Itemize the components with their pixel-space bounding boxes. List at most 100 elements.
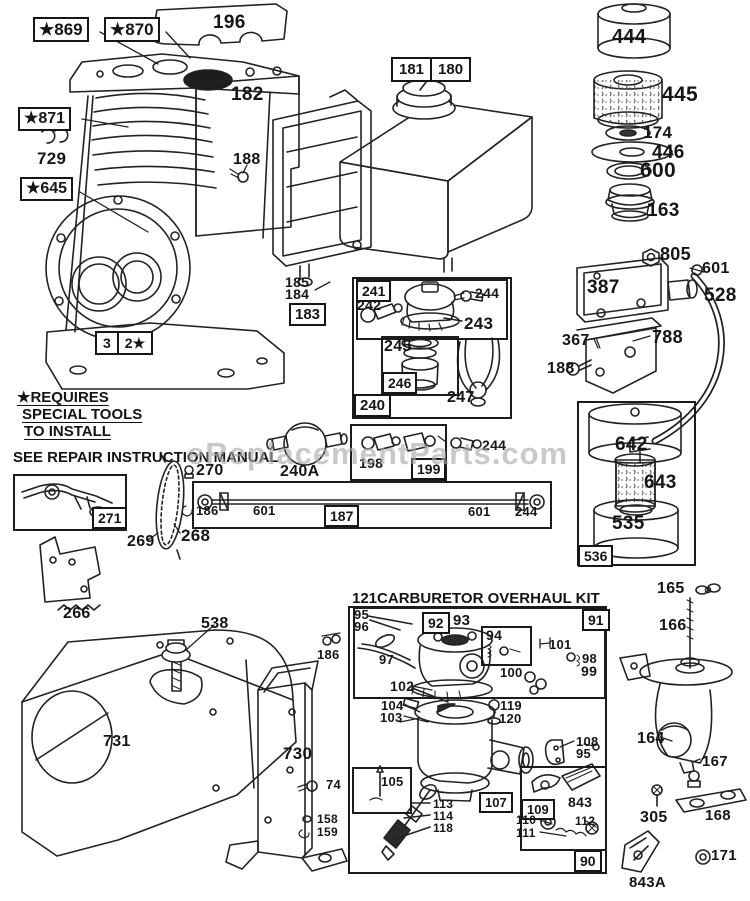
air-cleaner-box-536: [577, 401, 696, 566]
part-label-185: 185: [285, 274, 310, 290]
part-label-181: 181: [393, 59, 433, 80]
part-label-167: 167: [702, 753, 728, 770]
fuel-pump-kit-box: [352, 277, 512, 419]
part-label-244: 244: [515, 504, 538, 519]
part-label-805: 805: [660, 244, 691, 264]
part-label-159: 159: [317, 825, 338, 839]
part-label-445: 445: [662, 83, 698, 106]
leader-lines: [79, 31, 701, 837]
part-label-98: 98: [582, 651, 598, 666]
part-label-643: 643: [644, 472, 677, 493]
part-label-104: 104: [381, 698, 404, 713]
part-label-199: 199: [411, 458, 447, 480]
part-label-101: 101: [549, 637, 572, 652]
part-label-198: 198: [359, 455, 384, 471]
part-label-3: 3: [97, 333, 119, 353]
part-label-870: ★870: [104, 17, 160, 42]
governor-box-271: [13, 474, 127, 531]
part-label-114: 114: [433, 809, 454, 823]
part-label-107: 107: [479, 792, 513, 813]
part-label-95: 95: [354, 607, 370, 622]
note-special-tools-3: TO INSTALL: [24, 423, 111, 440]
fuel-tank-art: [339, 76, 533, 273]
fittings-box-198-199: [350, 424, 447, 481]
part-label-112: 112: [575, 814, 596, 828]
needle-box-105: [352, 767, 412, 814]
part-label-869: ★869: [33, 17, 89, 42]
part-label-387: 387: [587, 277, 620, 298]
part-label-188: 188: [233, 151, 261, 168]
part-label-243: 243: [464, 314, 494, 333]
part-label-240: 240: [354, 394, 392, 417]
part-label-536: 536: [578, 545, 614, 567]
sump-label-box-3-2: 3 2★: [95, 331, 154, 355]
part-label-171: 171: [711, 847, 737, 864]
part-label-270: 270: [196, 462, 224, 479]
small-parts-art: [41, 127, 341, 839]
part-label-601: 601: [702, 260, 730, 277]
note-special-tools-1: ★REQUIRES: [17, 389, 109, 406]
part-label-110: 110: [516, 813, 537, 827]
part-label-601: 601: [253, 503, 276, 518]
part-label-93: 93: [453, 612, 471, 629]
part-label-240A: 240A: [280, 463, 320, 480]
part-label-103: 103: [380, 710, 403, 725]
part-label-601: 601: [468, 504, 491, 519]
deflector-art: [619, 583, 747, 873]
air-cleaner-536-art: [588, 403, 682, 559]
part-label-186: 186: [317, 647, 340, 662]
part-label-2: 2★: [124, 335, 146, 351]
part-label-158: 158: [317, 812, 338, 826]
part-label-102: 102: [390, 678, 415, 694]
part-label-165: 165: [657, 580, 685, 597]
part-label-74: 74: [326, 777, 342, 792]
filter-240a-art: [266, 422, 348, 466]
part-label-446: 446: [652, 142, 685, 163]
part-label-244: 244: [482, 437, 507, 453]
part-label-843A: 843A: [629, 874, 667, 891]
part-label-99: 99: [581, 663, 598, 679]
part-label-105: 105: [381, 774, 404, 789]
note-see-manual: SEE REPAIR INSTRUCTION MANUAL: [13, 449, 279, 466]
part-label-271: 271: [92, 507, 128, 529]
part-label-730: 730: [283, 744, 313, 763]
part-label-187: 187: [324, 505, 360, 527]
part-label-111: 111: [516, 826, 536, 840]
part-label-168: 168: [705, 807, 731, 824]
fuel-pump-inner-box: [356, 279, 508, 340]
part-label-90: 90: [574, 850, 602, 872]
part-label-184: 184: [285, 286, 310, 302]
link-187-art: [181, 492, 545, 517]
part-label-163: 163: [647, 200, 680, 221]
part-label-164: 164: [637, 730, 665, 747]
part-label-97: 97: [379, 652, 395, 667]
part-label-95: 95: [576, 746, 592, 761]
pump-cup-box: [381, 336, 459, 396]
part-label-242: 242: [357, 297, 382, 313]
part-label-120: 120: [499, 711, 522, 726]
part-label-166: 166: [659, 617, 687, 634]
part-label-269: 269: [127, 533, 155, 550]
part-label-100: 100: [500, 665, 523, 680]
part-label-186: 186: [196, 503, 219, 518]
part-label-444: 444: [612, 26, 647, 48]
air-filter-stack-art: [591, 3, 673, 222]
part-label-731: 731: [103, 733, 131, 750]
fittings-198-199-art: [361, 432, 482, 452]
carburetor-art: [357, 615, 601, 861]
part-label-96: 96: [354, 619, 370, 634]
part-label-119: 119: [500, 698, 522, 713]
link-box-187: [192, 481, 552, 529]
part-label-528: 528: [704, 285, 737, 306]
part-label-538: 538: [201, 615, 229, 632]
part-label-600: 600: [640, 159, 676, 182]
shroud-art: [151, 3, 288, 46]
part-label-246: 246: [382, 372, 418, 394]
blower-housing-art: [21, 629, 297, 857]
needle-box-94: [481, 626, 532, 666]
part-label-92: 92: [422, 612, 450, 634]
part-label-91: 91: [582, 609, 610, 631]
bracket-266-art: [39, 536, 101, 611]
